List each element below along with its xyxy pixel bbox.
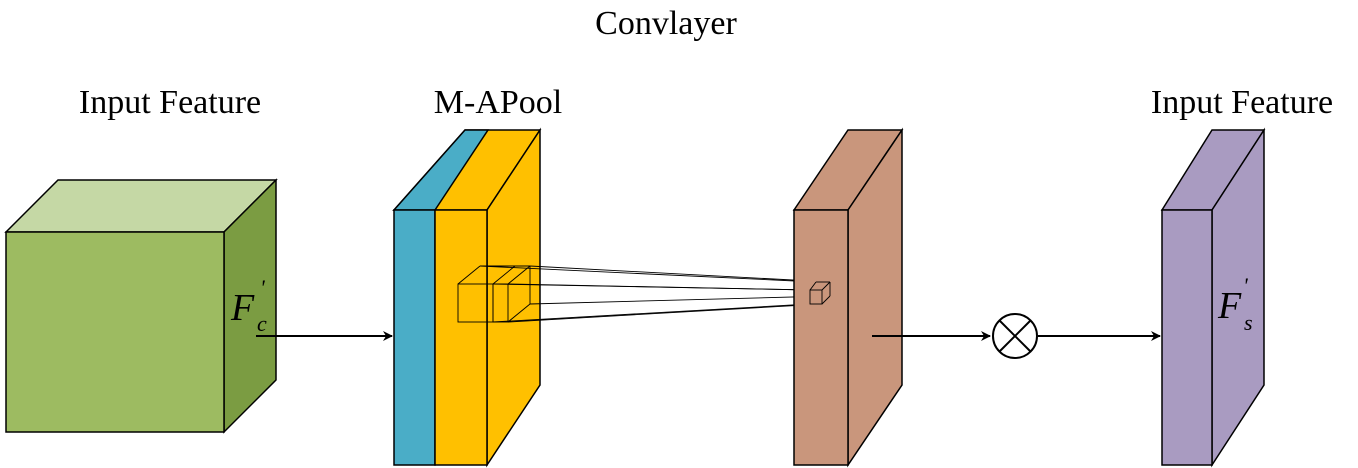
- output-front-face: [1161, 209, 1213, 466]
- output-feature-slab: [1160, 127, 1266, 468]
- convlayer-title: Convlayer: [595, 5, 737, 42]
- input-feature-right-label: Input Feature: [1151, 84, 1333, 121]
- mapool-label: M-APool: [434, 84, 562, 121]
- svg-text:F: F: [1217, 285, 1242, 327]
- mapool-yellow-slab: [434, 209, 488, 466]
- fc-math-label: F c ': [230, 275, 267, 336]
- multiply-circle-icon: [992, 313, 1038, 359]
- cube-front-face: [5, 231, 225, 433]
- kernel-target-cube: [809, 281, 831, 305]
- svg-text:F: F: [230, 287, 255, 329]
- fs-math-label: F s ': [1217, 273, 1253, 335]
- svg-text:': ': [1243, 273, 1248, 298]
- svg-text:': ': [260, 275, 265, 300]
- svg-text:c: c: [257, 311, 267, 336]
- input-feature-cube: [4, 178, 278, 434]
- conv-output-slab: [792, 127, 904, 468]
- mapool-blue-slab: [393, 209, 436, 466]
- projection-lines: [479, 265, 831, 323]
- svg-text:s: s: [1244, 310, 1253, 335]
- mapool-block: [392, 127, 542, 468]
- input-feature-left-label: Input Feature: [79, 84, 261, 121]
- conv-front-face: [793, 209, 849, 466]
